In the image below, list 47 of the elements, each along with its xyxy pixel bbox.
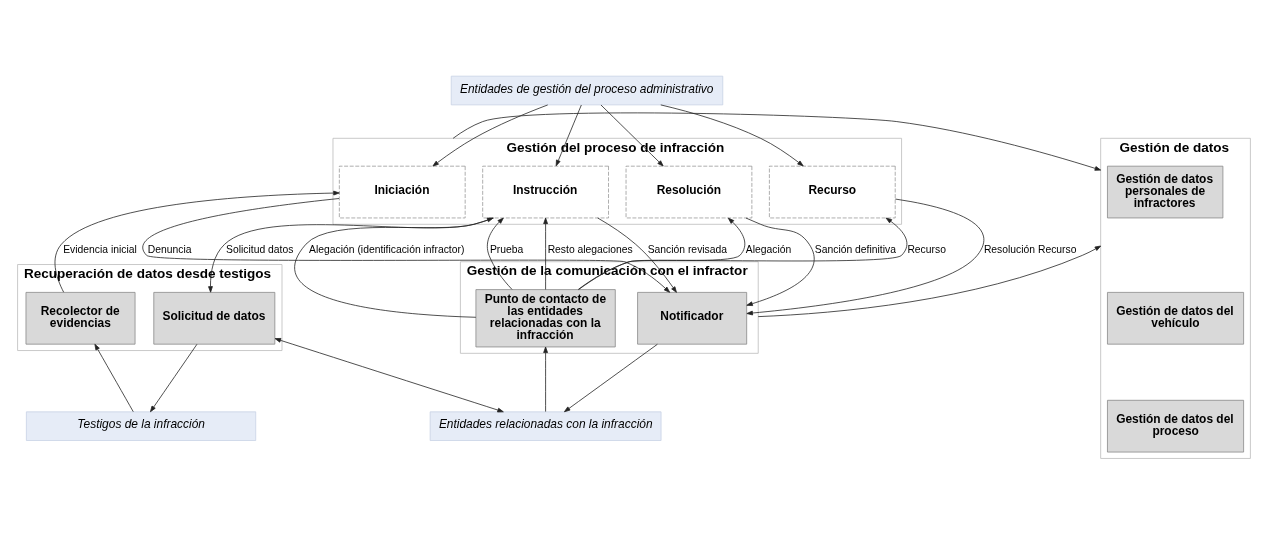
node-box: Entidades relacionadas con la infracción <box>429 411 662 441</box>
arrow <box>432 104 549 167</box>
node-box: Instrucción <box>482 165 609 219</box>
arrow <box>208 217 495 293</box>
arrow <box>577 217 908 290</box>
node-box: Gestión de datos del proceso <box>1107 399 1244 453</box>
arrow <box>660 104 804 167</box>
edge-label: Resolución Recurso <box>983 243 1077 255</box>
arrow <box>555 104 582 167</box>
node-box: Testigos de la infracción <box>25 411 257 441</box>
arrow <box>597 217 677 293</box>
arrow <box>543 217 548 290</box>
node-box: Recolector de evidencias <box>25 292 136 345</box>
edge-label: Prueba <box>489 243 524 255</box>
node-box: Recurso <box>769 165 896 219</box>
arrow <box>600 104 664 167</box>
edge-label: Recurso <box>907 243 946 255</box>
arrow <box>142 198 671 293</box>
edge-label: Alegación (identificación infractor) <box>309 243 465 255</box>
arrow <box>746 198 985 316</box>
node-box: Entidades de gestión del proceso administrativo <box>450 75 724 106</box>
arrow <box>543 346 548 412</box>
node-box: Gestión de datos del vehículo <box>1107 292 1244 345</box>
arrow <box>452 112 1102 171</box>
arrow <box>54 190 340 293</box>
edge-label: Sanción revisada <box>647 243 728 255</box>
node-box: Solicitud de datos <box>153 292 276 345</box>
arrow <box>757 245 1102 318</box>
arrow <box>274 338 504 413</box>
arrow <box>578 217 746 290</box>
node-box: Punto de contacto de las entidades relacionadas con la infracción <box>475 289 616 348</box>
arrow <box>150 343 198 413</box>
arrow <box>745 217 815 306</box>
arrow <box>564 343 658 413</box>
node-box: Iniciación <box>338 165 466 219</box>
arrow <box>486 217 513 290</box>
edge-label: Resto alegaciones <box>547 243 633 255</box>
arrow <box>94 343 134 413</box>
edge-label: Solicitud datos <box>226 243 294 255</box>
node-box: Gestión de datos personales de infractores <box>1107 165 1224 219</box>
arrow <box>294 217 494 318</box>
edge-label: Evidencia inicial <box>63 243 137 255</box>
edge-label: Denuncia <box>147 243 192 255</box>
node-box: Notificador <box>637 292 748 345</box>
edge-label: Sanción definitiva <box>814 243 896 255</box>
edge-label: Alegación <box>745 243 792 255</box>
node-box: Resolución <box>625 165 753 219</box>
